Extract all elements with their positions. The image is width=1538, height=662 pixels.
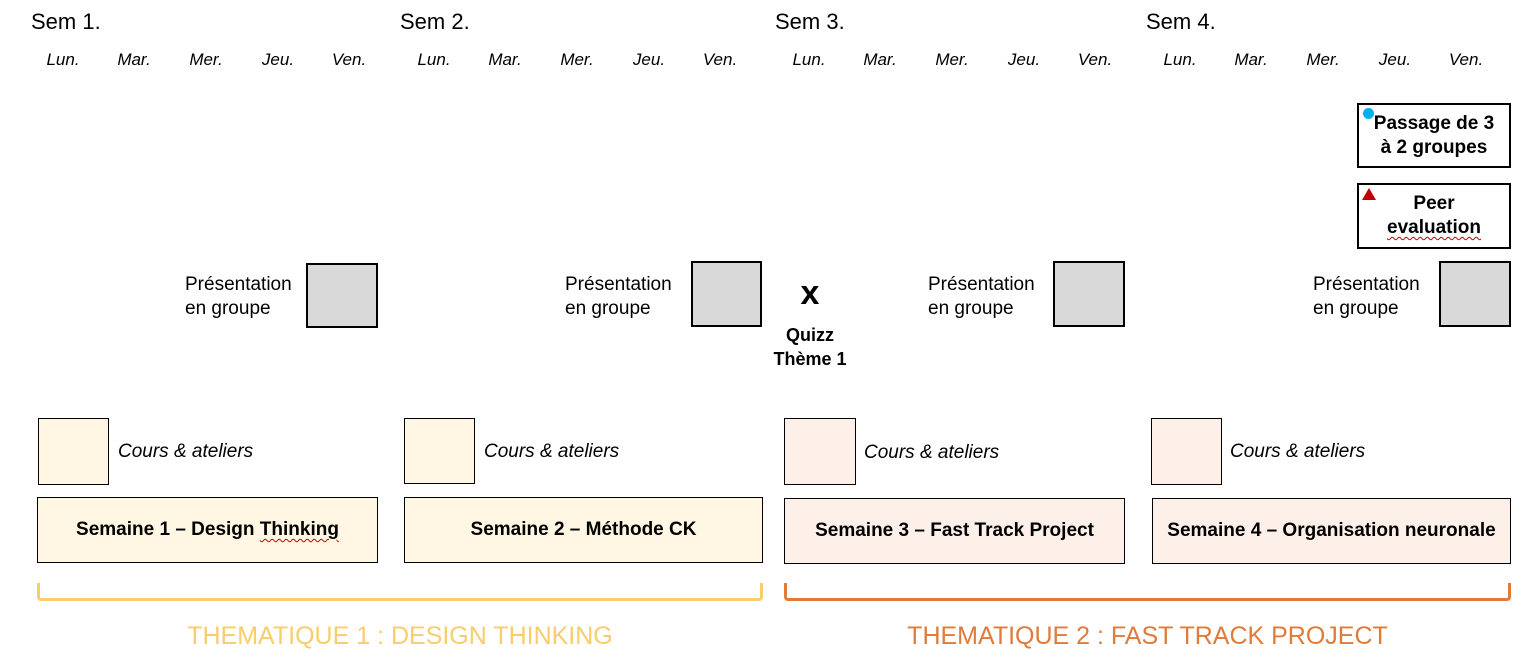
week-4-label: Sem 4. [1146,9,1216,34]
quiz-mark: x [800,274,820,312]
presentation-line-2: en groupe [928,298,1014,319]
theme-1-label: THEMATIQUE 1 : DESIGN THINKING [187,622,613,650]
presentation-label: Présentation en groupe [565,273,672,321]
presentation-line-1: Présentation [185,274,292,295]
peer-line-1: Peer [1413,193,1455,214]
week-2-box: Semaine 2 – Méthode CK [404,497,763,563]
presentation-label: Présentation en groupe [185,273,292,321]
week-1-title-suffix: Thinking [259,519,339,540]
week-4-box: Semaine 4 – Organisation neuronale [1152,498,1511,564]
day-label: Mar. [488,50,522,69]
presentation-label: Présentation en groupe [1313,273,1420,321]
day-label: Lun. [792,50,826,69]
cours-label: Cours & ateliers [864,442,1000,463]
day-label: Ven. [1448,50,1484,69]
day-label: Mer. [560,50,594,69]
theme-1-bracket [37,583,763,601]
week-1-box: Semaine 1 – Design Thinking [37,497,378,563]
day-label: Lun. [46,50,80,69]
presentation-box [1053,261,1125,327]
day-label: Jeu. [1378,50,1412,69]
circle-dot-icon [1363,108,1374,119]
cours-label: Cours & ateliers [1230,441,1366,462]
passage-line-2: à 2 groupes [1380,136,1488,158]
week-3-box: Semaine 3 – Fast Track Project [784,498,1125,564]
day-label: Ven. [1077,50,1113,69]
week-1-label: Sem 1. [31,9,101,34]
presentation-line-1: Présentation [565,274,672,295]
triangle-icon [1362,188,1376,200]
week-3-label: Sem 3. [775,9,845,34]
presentation-box [1439,261,1511,327]
passage-groupes-box: Passage de 3 à 2 groupes [1357,103,1511,168]
day-label: Mer. [1306,50,1340,69]
day-label: Lun. [1163,50,1197,69]
quiz-label: Quizz Thème 1 [760,323,860,371]
presentation-line-2: en groupe [1313,298,1399,319]
day-label: Mar. [117,50,151,69]
quiz-line-2: Thème 1 [773,349,847,369]
day-label: Jeu. [261,50,295,69]
peer-line-2: evaluation [1387,217,1481,238]
presentation-line-2: en groupe [185,298,271,319]
day-label: Ven. [702,50,738,69]
cours-label: Cours & ateliers [118,441,254,462]
day-label: Jeu. [1007,50,1041,69]
cours-swatch [1151,418,1222,485]
quiz-line-1: Quizz [786,325,834,345]
cours-swatch [38,418,109,485]
presentation-box [306,263,378,328]
presentation-line-1: Présentation [928,274,1035,295]
day-label: Ven. [331,50,367,69]
passage-line-1: Passage de 3 [1373,112,1495,134]
presentation-box [691,261,762,327]
day-label: Jeu. [632,50,666,69]
peer-evaluation-box: Peer evaluation [1357,183,1511,249]
week-1-title-prefix: Semaine 1 – Design [76,519,260,540]
day-label: Mar. [863,50,897,69]
cours-label: Cours & ateliers [484,441,620,462]
day-label: Lun. [417,50,451,69]
theme-2-label: THEMATIQUE 2 : FAST TRACK PROJECT [907,622,1388,650]
day-label: Mer. [935,50,969,69]
presentation-label: Présentation en groupe [928,273,1035,321]
cours-swatch [784,418,856,485]
cours-swatch [404,418,475,484]
week-1-title: Semaine 1 – Design Thinking [76,519,339,541]
day-label: Mar. [1234,50,1268,69]
presentation-line-2: en groupe [565,298,651,319]
presentation-line-1: Présentation [1313,274,1420,295]
week-2-label: Sem 2. [400,9,470,34]
day-label: Mer. [189,50,223,69]
theme-2-bracket [784,583,1511,601]
